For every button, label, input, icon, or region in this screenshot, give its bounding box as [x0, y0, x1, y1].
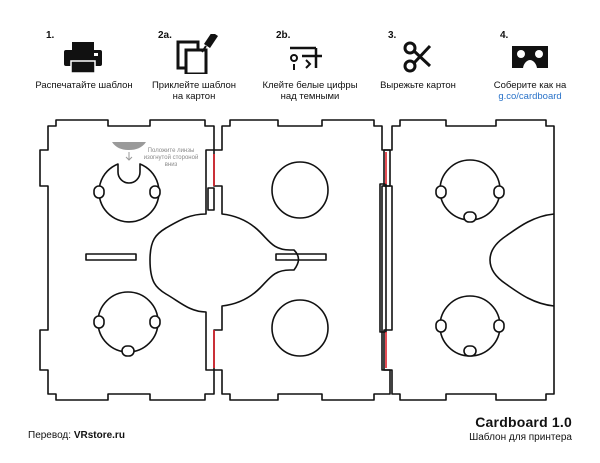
step-label: Соберите как на g.co/cardboard [470, 80, 590, 102]
lens-tab [149, 315, 161, 329]
credit-prefix: Перевод: [28, 430, 74, 441]
lens-hint-line: вниз [164, 162, 178, 168]
numbers-icon [290, 46, 322, 70]
cardboard-link[interactable]: g.co/cardboard [498, 91, 562, 102]
lens-hint: Положите линзы изогнутой стороной вниз [136, 148, 206, 169]
lens-hole-bottom-left [97, 291, 159, 353]
left-panel-outline [39, 119, 215, 401]
lens-hole-top-middle [271, 161, 329, 219]
lens-tab [149, 185, 161, 199]
brand-title: Cardboard 1.0 [475, 414, 572, 430]
step-label-line: Клейте белые цифры [262, 80, 358, 91]
step-label: Распечатайте шаблон [35, 80, 133, 91]
lens-tab [493, 319, 505, 333]
step-number: 4. [500, 30, 509, 41]
scissors-icon [403, 41, 432, 73]
credit-site: VRstore.ru [73, 430, 125, 441]
lens-hole-top-right [439, 159, 501, 221]
slot-middle [275, 253, 327, 261]
slot-right-vertical [379, 183, 387, 333]
slot-left [85, 253, 137, 261]
step-number: 1. [46, 30, 55, 41]
lens-tab [121, 345, 135, 357]
step-label: Приклейте шаблон на картон [134, 80, 254, 102]
arrow-down-icon [125, 152, 133, 161]
lens-hole-bottom-middle [271, 299, 329, 357]
lens-tab [93, 315, 105, 329]
step-label: Клейте белые цифры над темными [250, 80, 370, 102]
step-label-line: Соберите как на [493, 80, 567, 91]
step-label: Вырежьте картон [380, 80, 456, 91]
credit: Перевод: VRstore.ru [28, 430, 125, 441]
cardboard-viewer-icon [512, 46, 548, 68]
brand-subtitle: Шаблон для принтера [469, 432, 572, 443]
lens-hint-line: изогнутой стороной [143, 155, 199, 161]
step-number: 2b. [276, 30, 291, 41]
lens-tab [435, 319, 447, 333]
lens-tab [493, 185, 505, 199]
step-number: 2a. [158, 30, 172, 41]
step-label-line: Приклейте шаблон [151, 80, 237, 91]
step-number: 3. [388, 30, 397, 41]
right-panel-outline [383, 119, 555, 401]
glue-icon [176, 34, 218, 74]
slot-left-vertical [207, 187, 215, 211]
lens-tab [463, 345, 477, 357]
step-label-line: на картон [172, 91, 216, 102]
brand-block: Cardboard 1.0 Шаблон для принтера [469, 414, 572, 443]
lens-indicator-icon [112, 142, 146, 150]
lens-tab [93, 185, 105, 199]
lens-tab [463, 211, 477, 223]
lens-tab [435, 185, 447, 199]
right-panel-notch [489, 213, 555, 307]
printer-icon [64, 42, 102, 74]
lens-hint-line: Положите линзы [147, 148, 195, 154]
step-label-line: над темными [280, 91, 340, 102]
